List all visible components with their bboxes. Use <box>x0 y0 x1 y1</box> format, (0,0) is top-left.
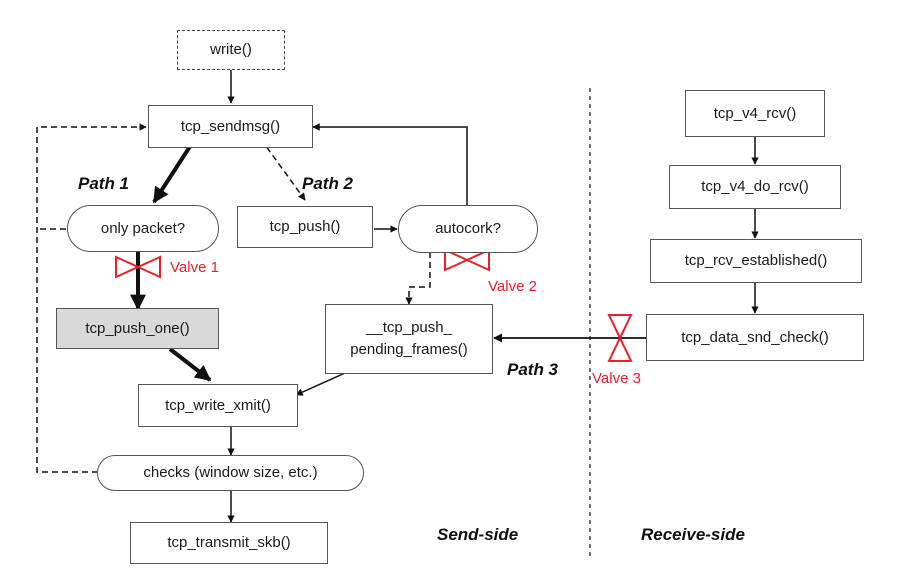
receive-side-label: Receive-side <box>641 525 745 544</box>
path-2-label: Path 2 <box>302 174 354 193</box>
valve-2-label: Valve 2 <box>488 278 537 295</box>
valve-2-icon <box>444 248 490 272</box>
node-checks: checks (window size, etc.) <box>97 455 364 491</box>
send-side-label: Send-side <box>437 525 519 544</box>
node-tcp-data-snd-check: tcp_data_snd_check() <box>646 314 864 361</box>
node-tcp-push-pending-frames: __tcp_push_ pending_frames() <box>325 304 493 374</box>
node-tcp-v4-rcv: tcp_v4_rcv() <box>685 90 825 137</box>
node-tcp-push-one: tcp_push_one() <box>56 308 219 349</box>
arrow-pending-to-write-xmit <box>295 372 346 396</box>
node-write: write() <box>177 30 285 70</box>
path-3-label: Path 3 <box>507 360 559 379</box>
node-pending-line-2: pending_frames() <box>350 341 468 358</box>
valve-1-label: Valve 1 <box>170 259 219 276</box>
arrow-push-one-to-write-xmit <box>168 347 212 382</box>
node-tcp-sendmsg: tcp_sendmsg() <box>148 105 313 148</box>
node-autocork: autocork? <box>398 205 538 253</box>
arrow-autocork-to-sendmsg <box>312 123 468 206</box>
node-tcp-push: tcp_push() <box>237 206 373 248</box>
valve-3-label: Valve 3 <box>592 370 641 387</box>
node-only-packet: only packet? <box>67 205 219 252</box>
node-tcp-write-xmit: tcp_write_xmit() <box>138 384 298 427</box>
path-1-label: Path 1 <box>78 174 130 193</box>
valve-3-icon <box>607 314 633 362</box>
node-tcp-v4-do-rcv: tcp_v4_do_rcv() <box>669 165 841 209</box>
node-pending-line-1: __tcp_push_ <box>366 319 452 336</box>
loop-checks-to-sendmsg <box>36 123 147 473</box>
node-tcp-rcv-established: tcp_rcv_established() <box>650 239 862 283</box>
node-tcp-transmit-skb: tcp_transmit_skb() <box>130 522 328 564</box>
arrow-autocork-to-pending <box>405 252 431 305</box>
valve-1-icon <box>115 255 161 279</box>
